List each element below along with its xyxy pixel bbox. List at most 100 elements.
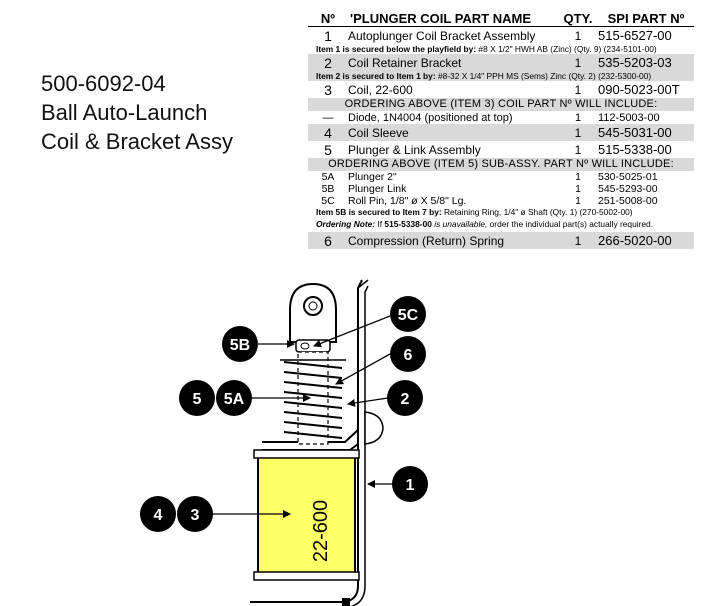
item-part: 266-5020-00 [598,232,672,248]
item-part: 515-5338-00 [598,141,672,157]
note-part: 515-5338-00 [384,219,432,229]
item-part: 090-5023-00T [598,81,680,97]
svg-text:4: 4 [154,507,163,524]
assembly-number: 500-6092-04 [41,71,166,96]
note-text: Retaining Ring, 1/4" ø Shaft (Qty. 1) (2… [441,207,633,217]
note-text: is unavailable, [431,219,488,229]
table-row: 3 Coil, 22-600 1 090-5023-00T [308,81,694,98]
callout-6: 6 [390,336,426,372]
item-qty: 1 [575,171,581,183]
item-name: Coil, 22-600 [348,82,413,97]
item-part: 251-5008-00 [598,195,658,207]
coil-top-flange [253,449,360,459]
callout-3: 3 [177,496,213,532]
item-name: Compression (Return) Spring [348,233,505,248]
order-header: ORDERING ABOVE (ITEM 5) SUB-ASSY. PART N… [308,158,694,171]
note-lead: Ordering Note: [316,219,376,229]
item-name: Roll Pin, 1/8" ø X 5/8" Lg. [348,195,467,207]
callout-5c: 5C [390,296,426,332]
mount-note: Item 5B is secured to Item 7 by: Retaini… [308,207,694,217]
item-qty: 1 [574,142,582,157]
callout-5b: 5B [222,326,258,362]
note-text: #8 X 1/2" HWH AB (Zinc) (Qty. 9) (234-51… [476,44,657,54]
item-qty: 1 [575,195,581,207]
note-lead: Item 5B is secured to Item 7 by: [316,207,442,217]
item-part: 515-6527-00 [598,27,672,43]
item-qty: 1 [574,82,582,97]
header-qty: QTY. [563,11,593,26]
callout-2: 2 [387,380,423,416]
note-text: order the individual part(s) actually re… [487,219,654,229]
mounting-screw [364,411,384,445]
coil-bottom-flange [253,571,360,581]
callout-4: 4 [140,496,176,532]
svg-text:3: 3 [191,507,200,524]
item-qty: 1 [574,125,582,140]
roll-pin-end [300,342,310,350]
item-no: 5B [321,183,335,195]
item-part: 535-5203-03 [598,54,672,70]
svg-text:2: 2 [401,391,410,408]
table-row: — Diode, 1N4004 (positioned at top) 1 11… [308,111,694,124]
svg-text:6: 6 [404,347,413,364]
mount-note: Item 1 is secured below the playfield by… [308,44,694,54]
table-row: 4 Coil Sleeve 1 545-5031-00 [308,124,694,141]
note-lead: Item 1 is secured below the playfield by… [316,44,477,54]
order-header: ORDERING ABOVE (ITEM 3) COIL PART Nº WIL… [308,98,694,111]
diode-tab [342,598,350,606]
assembly-name-line1: Ball Auto-Launch [41,100,208,125]
svg-text:5A: 5A [224,391,245,408]
item-name: Coil Retainer Bracket [348,55,462,70]
coil-bracket-inner [350,285,369,606]
ordering-note: Ordering Note: If 515-5338-00 is unavail… [308,219,694,229]
item-part: 545-5031-00 [598,124,672,140]
item-qty: 1 [574,111,582,124]
assembly-name-line2: Coil & Bracket Assy [41,129,233,154]
callout-5: 5 [179,380,215,416]
item-name: Diode, 1N4004 (positioned at top) [348,111,513,124]
header-name: 'PLUNGER COIL PART NAME [350,11,532,26]
leader-5c [313,315,391,348]
table-row: 2 Coil Retainer Bracket 1 535-5203-03 [308,54,694,71]
item-name: Plunger 2" [348,171,397,183]
item-no: 5C [321,195,335,207]
svg-text:1: 1 [406,477,415,494]
item-part: 530-5025-01 [598,171,658,183]
item-name: Autoplunger Coil Bracket Assembly [348,28,536,43]
item-no: 5 [324,141,332,158]
note-text: If [375,219,385,229]
item-qty: 1 [575,183,581,195]
svg-text:5: 5 [193,391,202,408]
svg-text:5C: 5C [398,307,419,324]
item-name: Coil Sleeve [348,125,409,140]
note-lead: Item 2 is secured to Item 1 by: [316,71,436,81]
parts-table: Nº 'PLUNGER COIL PART NAME QTY. SPI PART… [308,8,694,249]
return-spring [283,361,343,439]
table-row: 6 Compression (Return) Spring 1 266-5020… [308,232,694,249]
table-row: 1 Autoplunger Coil Bracket Assembly 1 51… [308,27,694,44]
table-header: Nº 'PLUNGER COIL PART NAME QTY. SPI PART… [308,8,694,27]
callout-1: 1 [392,466,428,502]
item-part: 112-5003-00 [598,111,660,124]
header-part: SPI PART Nº [607,11,685,26]
item-no: — [322,111,334,124]
coil-label: 22-600 [310,500,332,562]
item-no: 6 [324,232,332,249]
item-no: 5A [321,171,335,183]
table-row: 5 Plunger & Link Assembly 1 515-5338-00 [308,141,694,158]
item-part: 545-5293-00 [598,183,658,195]
header-no: Nº [320,11,336,26]
item-qty: 1 [574,233,582,248]
item-name: Plunger Link [348,183,407,195]
item-no: 2 [324,54,332,71]
item-name: Plunger & Link Assembly [348,142,481,157]
coil-body [257,455,356,575]
link-hole-inner [308,301,318,311]
item-no: 4 [324,124,332,141]
item-no: 1 [324,27,332,44]
leader-6 [335,353,391,385]
mount-note: Item 2 is secured to Item 1 by: #8-32 X … [308,71,694,81]
svg-text:5B: 5B [230,337,250,354]
item-qty: 1 [574,28,582,43]
